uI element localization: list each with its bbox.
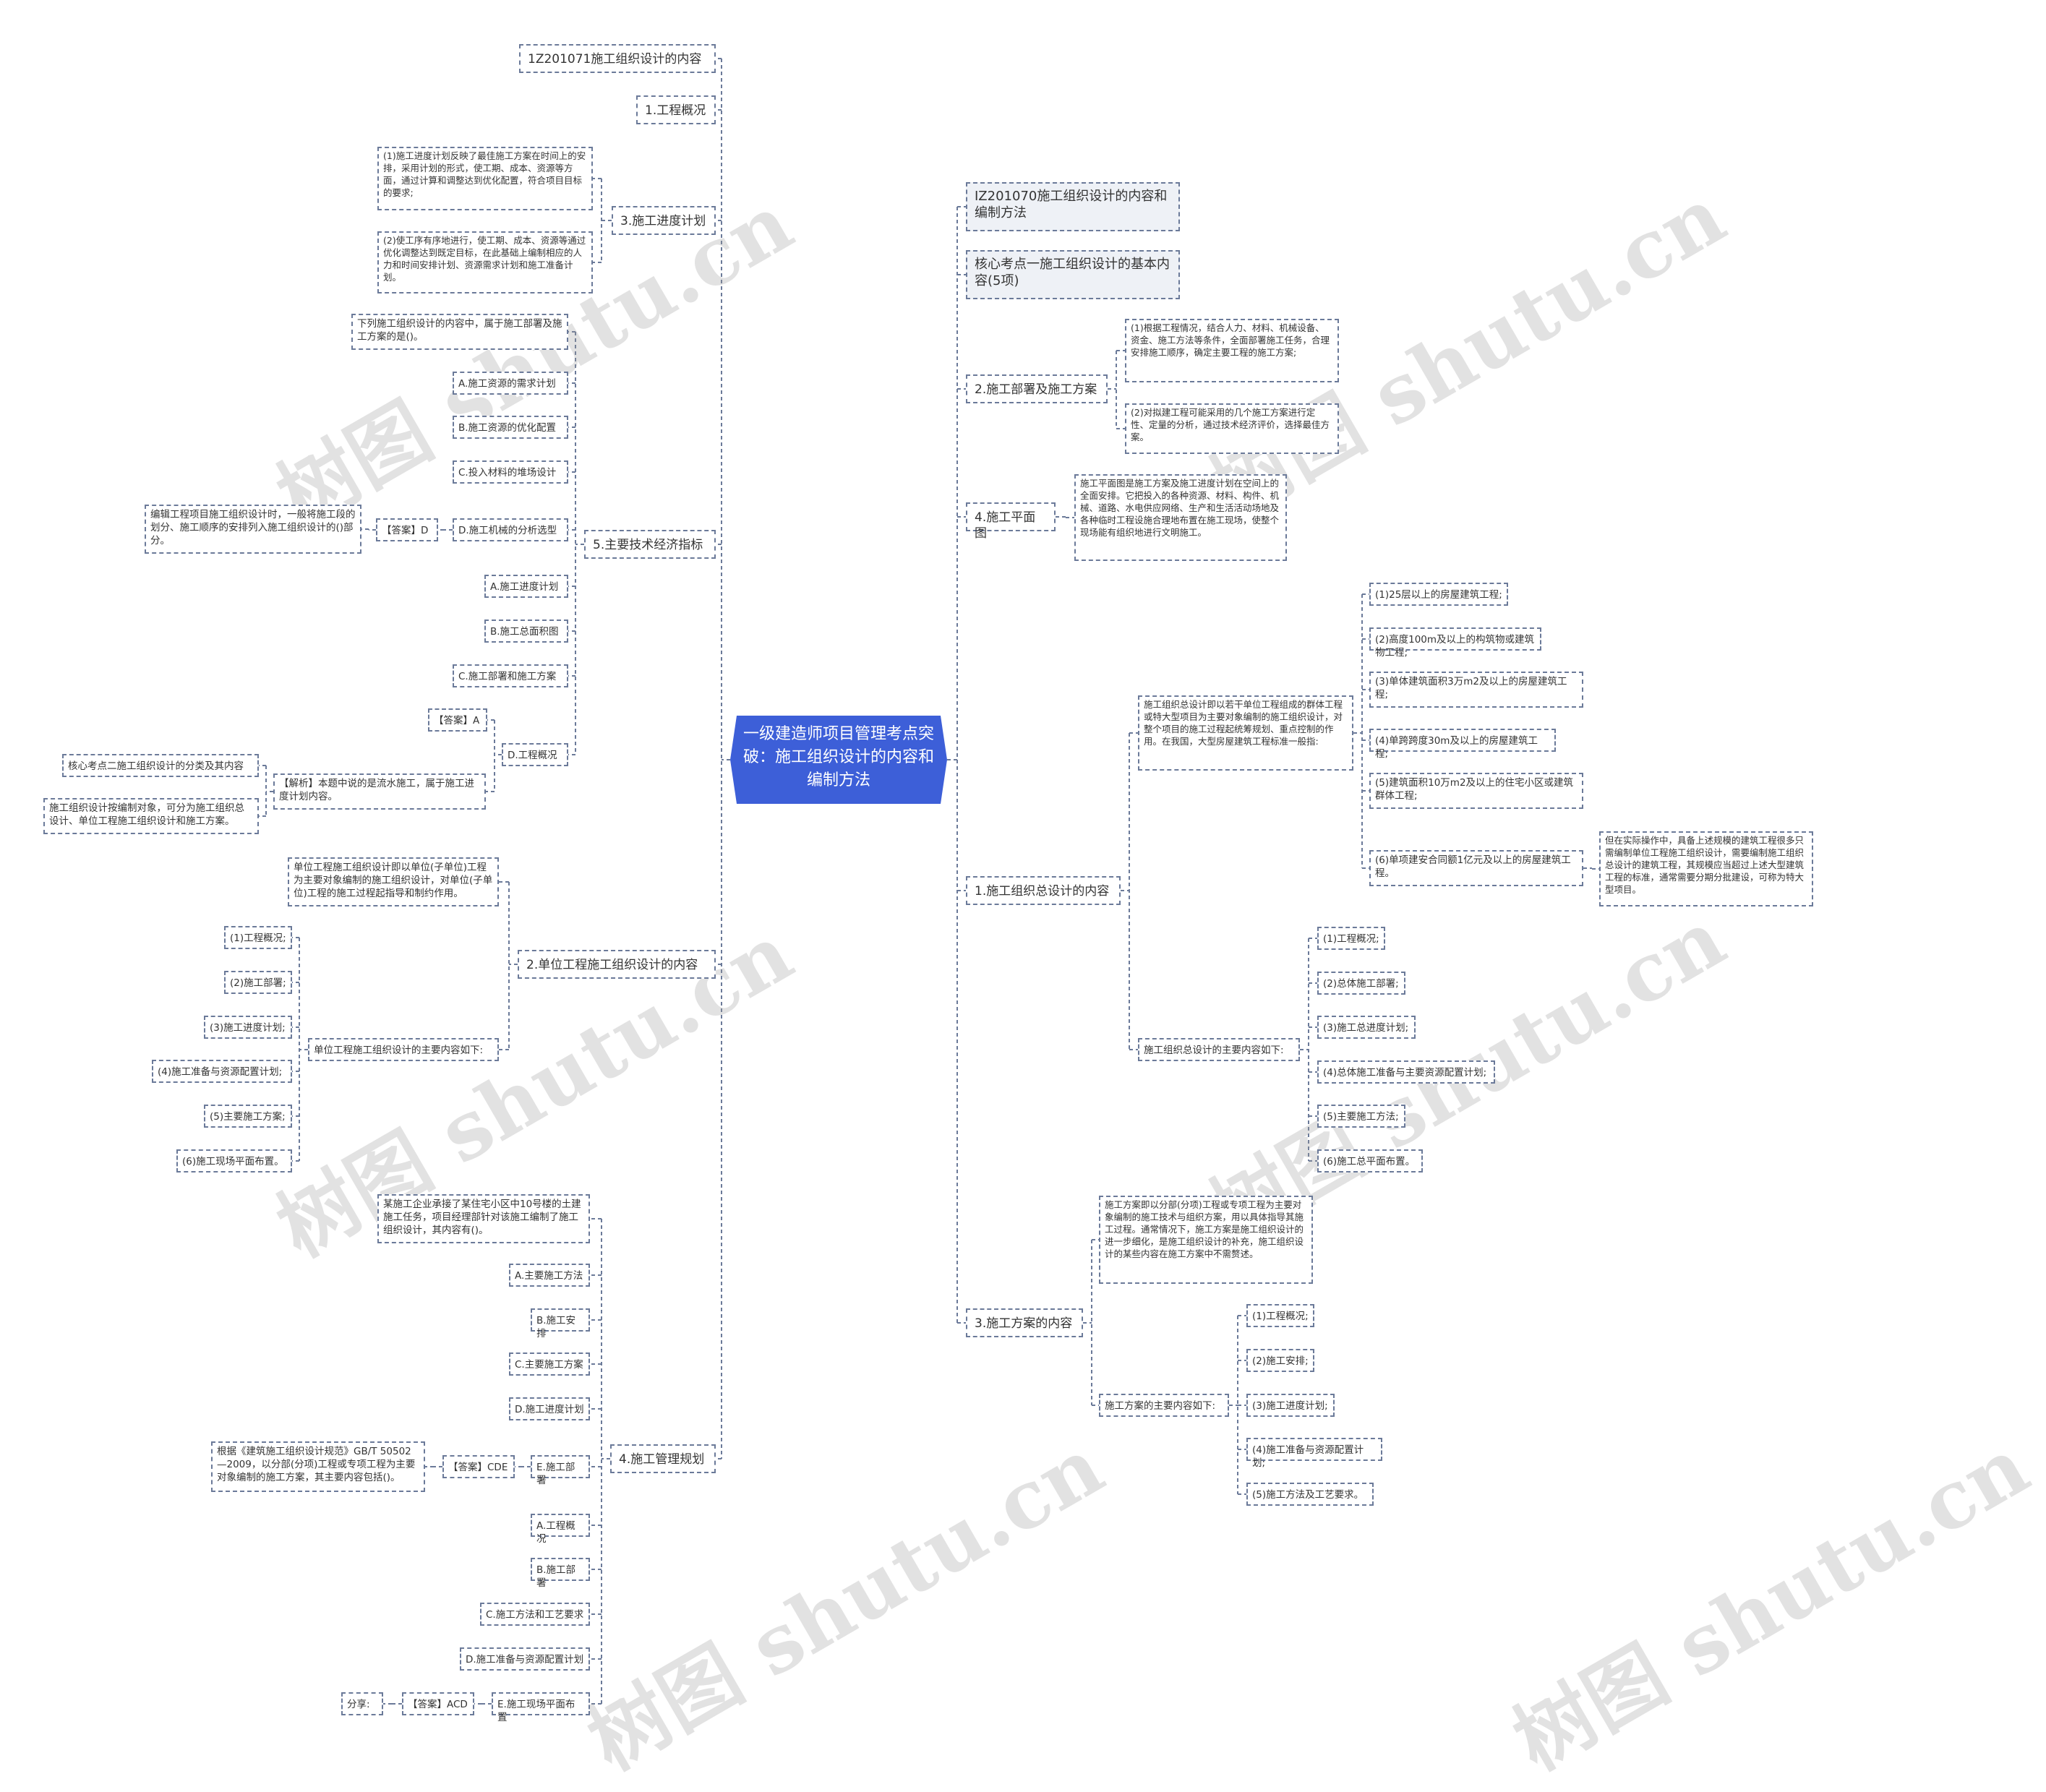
- schedule-point-1[interactable]: (1)施工进度计划反映了最佳施工方案在时间上的安排，采用计划的形式，使工期、成本…: [377, 147, 593, 210]
- mind-map-canvas: 树图 shutu.cn 树图 shutu.cn 树图 shutu.cn 树图 s…: [43, 44, 2044, 1788]
- q4-option-d[interactable]: D.施工准备与资源配置计划: [460, 1647, 590, 1671]
- scheme-main-contents[interactable]: 施工方案的主要内容如下:: [1099, 1394, 1229, 1417]
- general-item-6[interactable]: (6)施工总平面布置。: [1317, 1149, 1423, 1172]
- root-topic[interactable]: 一级建造师项目管理考点突破：施工组织设计的内容和编制方法: [730, 716, 947, 804]
- q3-option-d[interactable]: D.施工进度计划: [509, 1397, 590, 1420]
- q3-answer[interactable]: 【答案】CDE: [442, 1455, 515, 1478]
- large-project-note[interactable]: 但在实际操作中，具备上述规模的建筑工程很多只需编制单位工程施工组织设计，需要编制…: [1599, 831, 1813, 906]
- q3-option-b[interactable]: B.施工安排: [531, 1308, 590, 1339]
- large-project-standard-2[interactable]: (2)高度100m及以上的构筑物或建筑物工程;: [1369, 627, 1541, 659]
- topic-scheme-contents[interactable]: 3.施工方案的内容: [966, 1308, 1083, 1337]
- deployment-point-2[interactable]: (2)对拟建工程可能采用的几个施工方案进行定性、定量的分析，通过技术经济评价，选…: [1125, 403, 1339, 454]
- key-point-1[interactable]: 核心考点一施工组织设计的基本内容(5项): [966, 250, 1180, 299]
- general-item-3[interactable]: (3)施工总进度计划;: [1317, 1016, 1416, 1039]
- general-design-definition[interactable]: 施工组织总设计即以若干单位工程组成的群体工程或特大型项目为主要对象编制的施工组织…: [1138, 695, 1353, 771]
- unit-item-3[interactable]: (3)施工进度计划;: [204, 1016, 292, 1039]
- large-project-standard-3[interactable]: (3)单体建筑面积3万m2及以上的房屋建筑工程;: [1369, 672, 1583, 708]
- key-point-2[interactable]: 核心考点二施工组织设计的分类及其内容: [62, 754, 259, 777]
- q1-answer[interactable]: 【答案】D: [376, 518, 438, 541]
- q4-option-b[interactable]: B.施工部署: [531, 1558, 590, 1589]
- general-item-5[interactable]: (5)主要施工方法;: [1317, 1105, 1405, 1128]
- topic-general-design-contents[interactable]: 1.施工组织总设计的内容: [966, 876, 1121, 905]
- unit-design-main-contents[interactable]: 单位工程施工组织设计的主要内容如下:: [308, 1038, 499, 1061]
- q2-option-b[interactable]: B.施工总面积图: [484, 620, 568, 643]
- q2-option-c[interactable]: C.施工部署和施工方案: [453, 664, 568, 687]
- topic-unit-project-design[interactable]: 2.单位工程施工组织设计的内容: [518, 950, 716, 979]
- q1-option-d[interactable]: D.施工机械的分析选型: [453, 518, 568, 541]
- topic-schedule-plan[interactable]: 3.施工进度计划: [612, 206, 716, 235]
- topic-deployment-and-scheme[interactable]: 2.施工部署及施工方案: [966, 374, 1108, 403]
- q1-follow-up-question[interactable]: 编辑工程项目施工组织设计时，一般将施工段的划分、施工顺序的安排列入施工组织设计的…: [145, 505, 361, 554]
- connector-lines: [259, 58, 1599, 1705]
- site-plan-description[interactable]: 施工平面图是施工方案及施工进度计划在空间上的全面安排。它把投入的各种资源、材料、…: [1074, 474, 1287, 561]
- large-project-standard-4[interactable]: (4)单跨跨度30m及以上的房屋建筑工程;: [1369, 729, 1556, 760]
- q4-option-e[interactable]: E.施工现场平面布置: [492, 1692, 590, 1723]
- q1-option-c[interactable]: C.投入材料的堆场设计: [453, 460, 568, 484]
- key-point-2-description[interactable]: 施工组织设计按编制对象，可分为施工组织总设计、单位工程施工组织设计和施工方案。: [43, 798, 259, 834]
- unit-item-4[interactable]: (4)施工准备与资源配置计划;: [152, 1060, 292, 1083]
- scheme-item-5[interactable]: (5)施工方法及工艺要求。: [1246, 1483, 1374, 1506]
- q4-option-c[interactable]: C.施工方法和工艺要求: [480, 1603, 590, 1626]
- scheme-item-1[interactable]: (1)工程概况;: [1246, 1304, 1314, 1327]
- general-item-2[interactable]: (2)总体施工部署;: [1317, 972, 1405, 995]
- q4-answer[interactable]: 【答案】ACD: [402, 1692, 474, 1715]
- question-3[interactable]: 某施工企业承接了某住宅小区中10号楼的土建施工任务，项目经理部针对该施工编制了施…: [377, 1194, 590, 1243]
- topic-project-overview[interactable]: 1.工程概况: [636, 95, 716, 124]
- q2-option-d[interactable]: D.工程概况: [502, 743, 568, 766]
- general-item-1[interactable]: (1)工程概况;: [1317, 927, 1385, 950]
- topic-tech-econ-indicators[interactable]: 5.主要技术经济指标: [584, 530, 716, 559]
- question-1[interactable]: 下列施工组织设计的内容中，属于施工部署及施工方案的是()。: [351, 314, 568, 350]
- deployment-point-1[interactable]: (1)根据工程情况，结合人力、材料、机械设备、资金、施工方法等条件，全面部署施工…: [1125, 319, 1339, 382]
- topic-content-title[interactable]: 1Z201071施工组织设计的内容: [519, 44, 716, 73]
- general-design-main-contents[interactable]: 施工组织总设计的主要内容如下:: [1138, 1038, 1300, 1061]
- unit-item-6[interactable]: (6)施工现场平面布置。: [176, 1149, 292, 1172]
- topic-construction-management-plan[interactable]: 4.施工管理规划: [610, 1444, 716, 1473]
- q1-option-b[interactable]: B.施工资源的优化配置: [453, 416, 568, 439]
- schedule-point-2[interactable]: (2)使工序有序地进行，使工期、成本、资源等通过优化调整达到既定目标，在此基础上…: [377, 231, 593, 293]
- large-project-standard-5[interactable]: (5)建筑面积10万m2及以上的住宅小区或建筑群体工程;: [1369, 773, 1583, 809]
- q1-option-a[interactable]: A.施工资源的需求计划: [453, 372, 568, 395]
- topic-site-plan[interactable]: 4.施工平面图: [966, 502, 1056, 541]
- q4-option-a[interactable]: A.工程概况: [531, 1514, 590, 1545]
- q2-answer[interactable]: 【答案】A: [428, 708, 487, 732]
- unit-item-1[interactable]: (1)工程概况;: [224, 926, 292, 949]
- q3-option-a[interactable]: A.主要施工方法: [509, 1264, 590, 1287]
- scheme-item-2[interactable]: (2)施工安排;: [1246, 1349, 1314, 1372]
- unit-item-5[interactable]: (5)主要施工方案;: [204, 1105, 292, 1128]
- scheme-item-4[interactable]: (4)施工准备与资源配置计划;: [1246, 1438, 1382, 1469]
- unit-design-definition[interactable]: 单位工程施工组织设计即以单位(子单位)工程为主要对象编制的施工组织设计，对单位(…: [288, 857, 499, 906]
- topic-content-and-method-title[interactable]: IZ201070施工组织设计的内容和编制方法: [966, 182, 1180, 231]
- scheme-item-3[interactable]: (3)施工进度计划;: [1246, 1394, 1335, 1417]
- q2-option-a[interactable]: A.施工进度计划: [484, 575, 568, 598]
- general-item-4[interactable]: (4)总体施工准备与主要资源配置计划;: [1317, 1060, 1495, 1084]
- share-label[interactable]: 分享:: [341, 1692, 383, 1715]
- q2-explanation[interactable]: 【解析】本题中说的是流水施工，属于施工进度计划内容。: [273, 773, 486, 810]
- q3-option-c[interactable]: C.主要施工方案: [509, 1352, 590, 1376]
- q3-option-e[interactable]: E.施工部署: [531, 1455, 590, 1486]
- unit-item-2[interactable]: (2)施工部署;: [224, 971, 292, 994]
- scheme-definition[interactable]: 施工方案即以分部(分项)工程或专项工程为主要对象编制的施工技术与组织方案，用以具…: [1099, 1196, 1313, 1284]
- large-project-standard-6[interactable]: (6)单项建安合同额1亿元及以上的房屋建筑工程。: [1369, 850, 1583, 886]
- large-project-standard-1[interactable]: (1)25层以上的房屋建筑工程;: [1369, 583, 1508, 606]
- q4-question[interactable]: 根据《建筑施工组织设计规范》GB/T 50502—2009，以分部(分项)工程或…: [211, 1441, 425, 1492]
